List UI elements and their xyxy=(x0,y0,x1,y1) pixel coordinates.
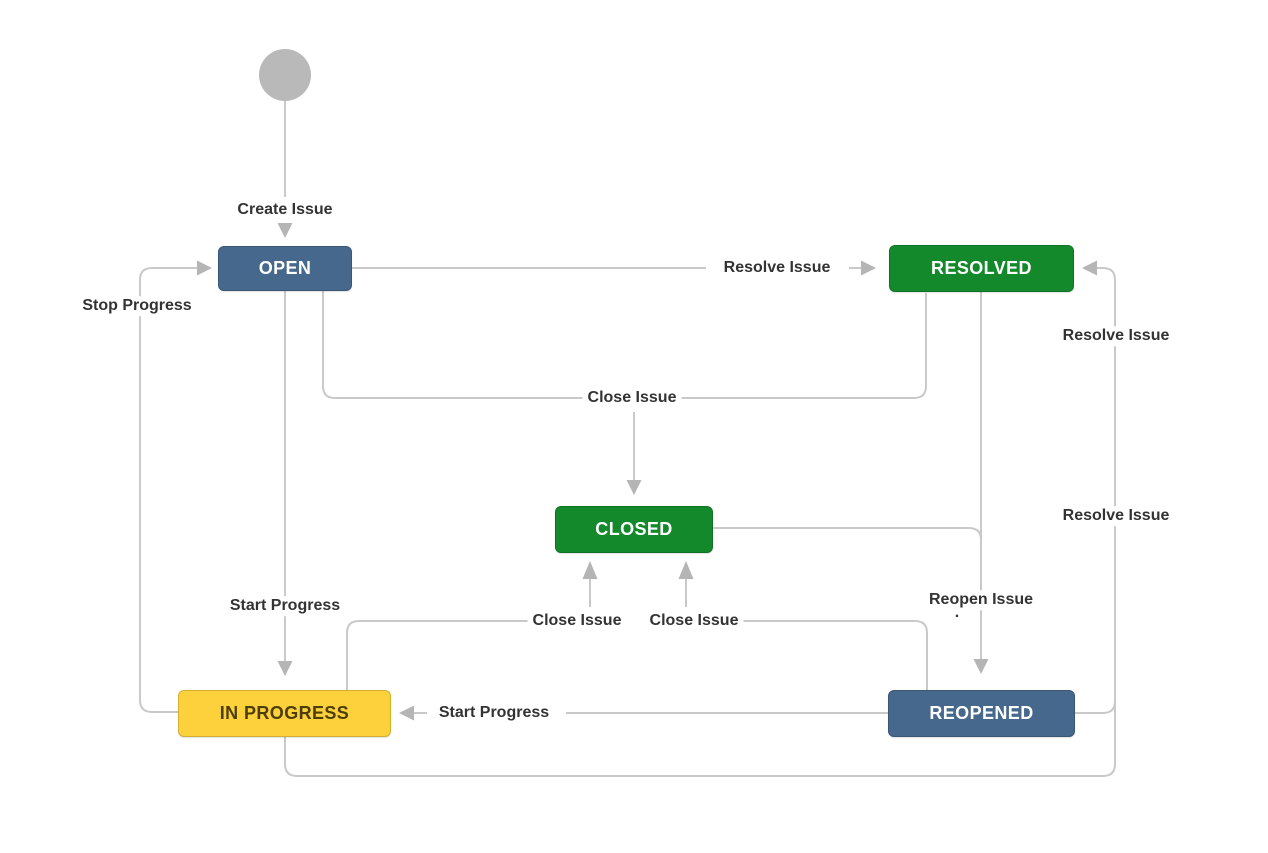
arrow-up-into-closed-right-icon xyxy=(678,561,694,579)
edge-open-resolved-to-close-label xyxy=(322,291,927,399)
state-node-reopened[interactable]: REOPENED xyxy=(888,690,1075,737)
transition-label-reopen-issue: Reopen Issue xyxy=(923,590,1039,610)
arrow-down-into-inprogress-icon xyxy=(277,661,293,676)
state-label-open: OPEN xyxy=(258,258,312,278)
arrow-down-into-open-icon xyxy=(277,223,293,238)
transition-label-stop-progress: Stop Progress xyxy=(77,296,197,316)
state-label-reopened: REOPENED xyxy=(929,703,1034,723)
state-node-in-progress[interactable]: IN PROGRESS xyxy=(178,690,391,737)
state-node-open[interactable]: OPEN xyxy=(218,246,352,291)
arrow-left-into-resolved-icon xyxy=(1082,260,1097,276)
state-label-closed: CLOSED xyxy=(595,519,673,539)
transition-label-resolve-issue-right-lower: Resolve Issue xyxy=(1057,506,1175,526)
transition-label-close-issue-from-reopened: Close Issue xyxy=(644,611,744,631)
edge-reopened-to-closed xyxy=(685,579,928,690)
edge-inprogress-to-open xyxy=(139,267,197,713)
arrow-up-into-closed-left-icon xyxy=(582,561,598,579)
arrow-down-into-closed-icon xyxy=(626,480,642,495)
state-node-closed[interactable]: CLOSED xyxy=(555,506,713,553)
edge-inprogress-to-closed xyxy=(346,579,591,690)
transition-label-start-progress-left: Start Progress xyxy=(224,596,346,616)
reopen-issue-stray-dot: . xyxy=(954,604,960,621)
transition-label-resolve-issue-top: Resolve Issue xyxy=(718,258,836,278)
state-label-resolved: RESOLVED xyxy=(931,258,1032,278)
arrow-down-into-reopened-icon xyxy=(973,659,989,674)
transition-label-resolve-issue-right-upper: Resolve Issue xyxy=(1057,326,1175,346)
start-node-circle xyxy=(259,49,311,101)
arrow-right-into-open-icon xyxy=(197,260,212,276)
state-label-in-progress: IN PROGRESS xyxy=(219,703,350,723)
transition-label-close-issue-from-in-progress: Close Issue xyxy=(527,611,627,631)
transition-label-close-issue-top: Close Issue xyxy=(582,388,682,408)
edge-inprogress-to-resolved xyxy=(284,267,1116,777)
state-node-resolved[interactable]: RESOLVED xyxy=(889,245,1074,292)
transition-label-create-issue: Create Issue xyxy=(232,200,338,220)
arrow-left-into-inprogress-icon xyxy=(399,705,414,721)
edge-closed-to-reopened xyxy=(713,527,982,556)
edge-reopened-to-resolved xyxy=(1075,688,1116,714)
arrow-right-into-resolved-icon xyxy=(861,260,876,276)
transition-label-start-progress-mid: Start Progress xyxy=(433,703,555,723)
